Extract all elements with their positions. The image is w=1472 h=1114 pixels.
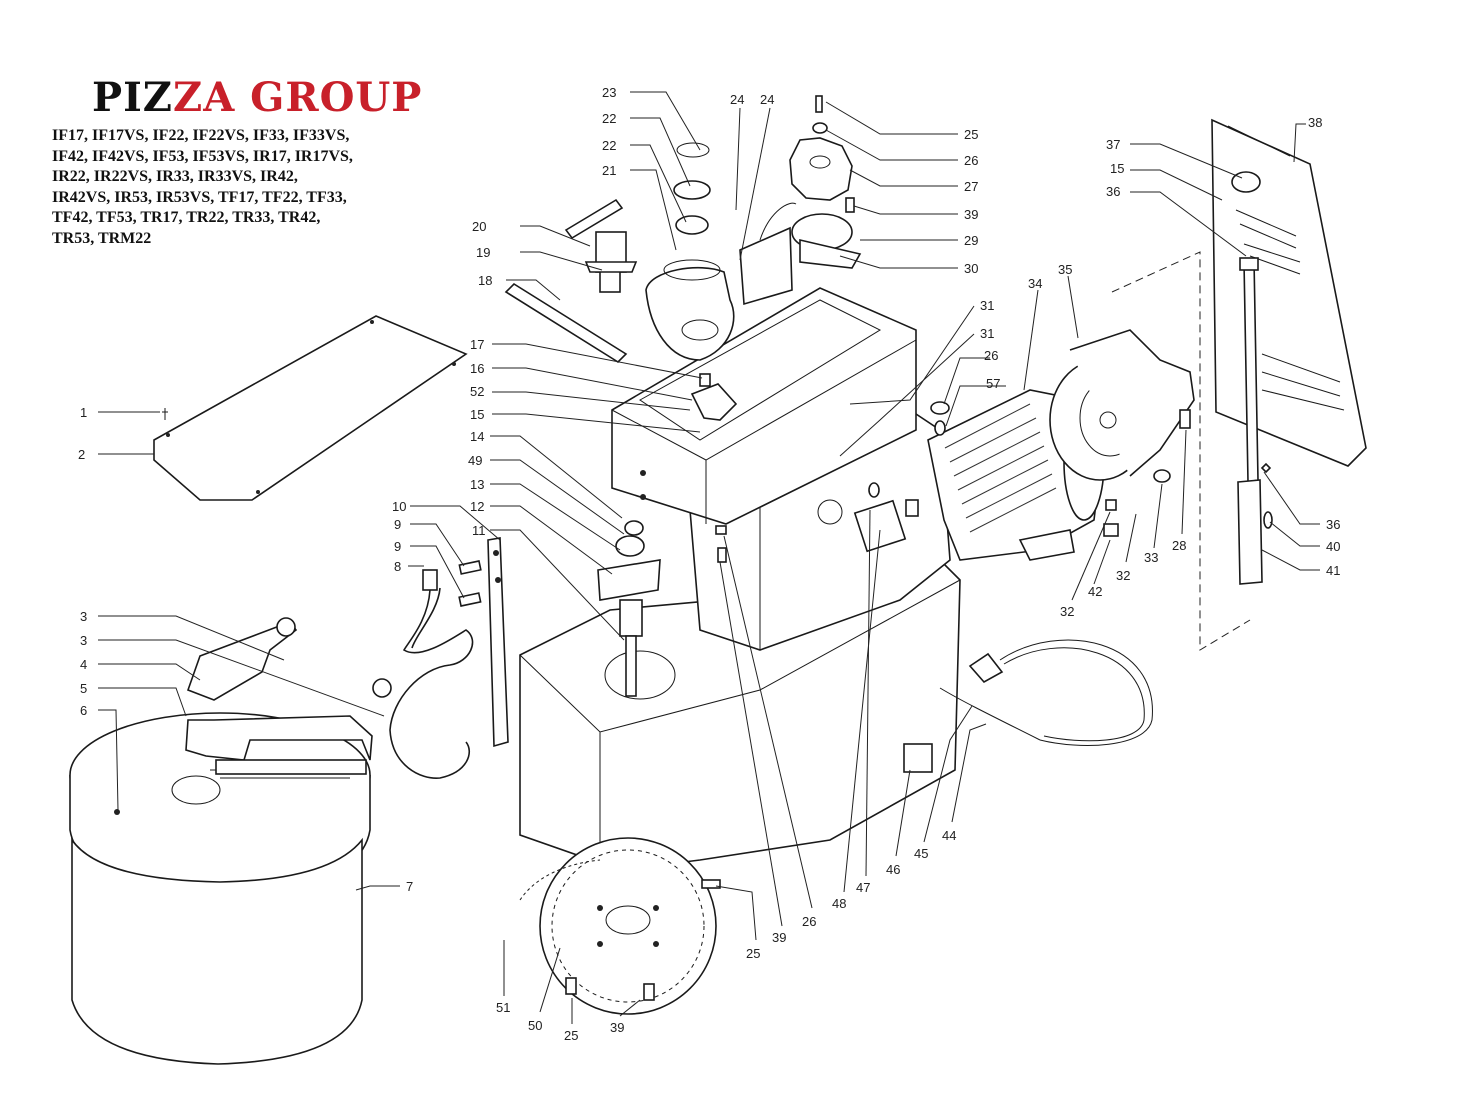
callout: 29 xyxy=(964,233,978,248)
part-switch xyxy=(853,482,933,773)
callout: 10 xyxy=(392,499,406,514)
callout: 39 xyxy=(772,930,786,945)
part-dough-hook xyxy=(389,569,474,779)
callout: 2 xyxy=(78,447,85,462)
callout: 51 xyxy=(496,1000,510,1015)
callout: 22 xyxy=(602,111,616,126)
callout: 11 xyxy=(472,523,486,538)
callout: 46 xyxy=(886,862,900,877)
callout: 19 xyxy=(476,245,490,260)
callout: 13 xyxy=(470,477,484,492)
callout: 1 xyxy=(80,405,87,420)
callout: 3 xyxy=(80,609,87,624)
callout: 9 xyxy=(394,539,401,554)
part-gear-head-assembly xyxy=(645,142,735,361)
callout: 16 xyxy=(470,361,484,376)
part-top-housing xyxy=(611,287,917,525)
callout: 23 xyxy=(602,85,616,100)
model-line: IR42VS, IR53, IR53VS, TF17, TF22, TF33, xyxy=(52,188,347,206)
callout: 36 xyxy=(1326,517,1340,532)
callout: 36 xyxy=(1106,184,1120,199)
part-large-gear xyxy=(789,95,853,201)
leader-lines xyxy=(98,91,1320,1024)
part-rod xyxy=(504,282,628,364)
callout: 48 xyxy=(832,896,846,911)
callout: 44 xyxy=(942,828,956,843)
callout: 12 xyxy=(470,499,484,514)
callout: 33 xyxy=(1144,550,1158,565)
callout: 24 xyxy=(760,92,774,107)
part-spiral-shaft xyxy=(597,520,661,697)
callout: 8 xyxy=(394,559,401,574)
callout: 50 xyxy=(528,1018,542,1033)
part-cover-plate xyxy=(153,315,468,501)
callout: 20 xyxy=(472,219,486,234)
callout: 31 xyxy=(980,326,994,341)
callout: 25 xyxy=(564,1028,578,1043)
part-bowl xyxy=(69,712,371,1065)
model-line: TR53, TRM22 xyxy=(52,229,152,247)
callout: 57 xyxy=(986,376,1000,391)
part-pinion-shaft xyxy=(564,198,638,293)
callout: 14 xyxy=(470,429,484,444)
callout: 26 xyxy=(802,914,816,929)
part-back-panel xyxy=(1211,118,1367,467)
callout: 45 xyxy=(914,846,928,861)
part-screws xyxy=(565,197,1273,1001)
callout: 31 xyxy=(980,298,994,313)
callout: 26 xyxy=(964,153,978,168)
callout: 4 xyxy=(80,657,87,672)
part-vertical-shaft xyxy=(1237,257,1263,585)
callout: 30 xyxy=(964,261,978,276)
part-bowl-guard xyxy=(185,617,392,779)
callout: 22 xyxy=(602,138,616,153)
callout: 37 xyxy=(1106,137,1120,152)
callout: 15 xyxy=(1110,161,1124,176)
part-power-cable xyxy=(939,639,1153,746)
callout: 28 xyxy=(1172,538,1186,553)
model-list: IF17, IF17VS, IF22, IF22VS, IF33, IF33VS… xyxy=(52,126,432,249)
callout: 7 xyxy=(406,879,413,894)
callout: 42 xyxy=(1088,584,1102,599)
callout: 49 xyxy=(468,453,482,468)
part-drive-gear xyxy=(519,837,717,1015)
model-line: IF17, IF17VS, IF22, IF22VS, IF33, IF33VS… xyxy=(52,127,350,144)
callout-labels: 23 22 22 21 24 24 25 26 27 39 29 30 20 1… xyxy=(78,85,1340,1043)
callout: 6 xyxy=(80,703,87,718)
callout: 24 xyxy=(730,92,744,107)
model-line: IF42, IF42VS, IF53, IF53VS, IR17, IR17VS… xyxy=(52,147,353,165)
callout: 25 xyxy=(746,946,760,961)
part-panel-outline xyxy=(1111,251,1251,651)
callout: 5 xyxy=(80,681,87,696)
part-vertical-bar xyxy=(458,537,509,748)
callout: 52 xyxy=(470,384,484,399)
callout: 17 xyxy=(470,337,484,352)
callout: 39 xyxy=(964,207,978,222)
part-motor-bracket xyxy=(739,202,862,306)
callout: 34 xyxy=(1028,276,1042,291)
callout: 25 xyxy=(964,127,978,142)
callout: 41 xyxy=(1326,563,1340,578)
brand-logo: PIZZA GROUP xyxy=(92,74,423,121)
callout: 47 xyxy=(856,880,870,895)
callout: 38 xyxy=(1308,115,1322,130)
callout: 3 xyxy=(80,633,87,648)
model-line: TF42, TF53, TR17, TR22, TR33, TR42, xyxy=(52,209,321,226)
callout: 39 xyxy=(610,1020,624,1035)
model-line: IR22, IR22VS, IR33, IR33VS, IR42, xyxy=(52,168,298,185)
callout: 15 xyxy=(470,407,484,422)
callout: 32 xyxy=(1060,604,1074,619)
callout: 18 xyxy=(478,273,492,288)
callout: 35 xyxy=(1058,262,1072,277)
callout: 9 xyxy=(394,517,401,532)
callout: 32 xyxy=(1116,568,1130,583)
callout: 21 xyxy=(602,163,616,178)
callout: 40 xyxy=(1326,539,1340,554)
callout: 26 xyxy=(984,348,998,363)
part-gearbox xyxy=(1049,329,1195,481)
callout: 27 xyxy=(964,179,978,194)
